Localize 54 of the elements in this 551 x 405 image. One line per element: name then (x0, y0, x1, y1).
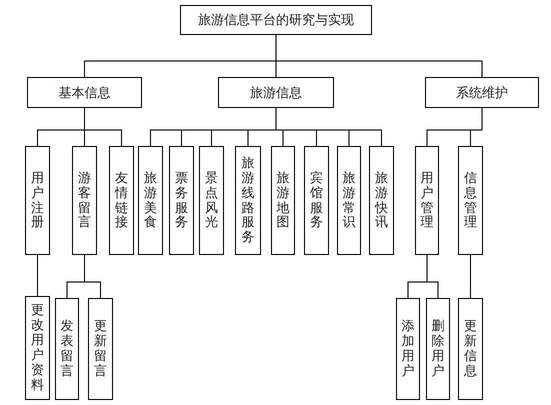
box-label: 旅游信息 (250, 84, 302, 102)
title-box (27, 77, 142, 108)
vertical-box (235, 146, 261, 255)
box-label: 发表留言 (60, 319, 74, 379)
vertical-box (55, 298, 79, 400)
box-label: 票务服务 (175, 170, 188, 230)
box-label: 信息管理 (464, 170, 477, 230)
box-label: 用户管理 (420, 170, 434, 230)
vertical-box (369, 146, 394, 255)
vertical-box (304, 146, 329, 255)
vertical-box (72, 146, 97, 255)
vertical-box (396, 298, 420, 400)
connector-line (276, 34, 482, 78)
title-box (180, 5, 372, 35)
box-label: 删除用户 (432, 319, 444, 379)
box-label: 用户注册 (31, 170, 44, 230)
vertical-box (169, 146, 194, 255)
box-label: 旅游快讯 (375, 170, 388, 230)
connector-line (37, 254, 38, 296)
vertical-box (458, 146, 483, 255)
vertical-box (88, 298, 113, 400)
box-label: 旅游线路服务 (242, 156, 254, 246)
vertical-box (25, 296, 50, 400)
title-box (425, 77, 539, 108)
box-label: 系统维护 (456, 84, 508, 102)
vertical-box (109, 146, 134, 255)
vertical-box (25, 146, 50, 255)
vertical-box (415, 146, 439, 255)
box-label: 旅游常识 (342, 170, 356, 230)
box-label: 添加用户 (402, 319, 414, 379)
box-label: 更改用户资料 (31, 303, 44, 393)
box-label: 游客留言 (78, 170, 91, 230)
box-label: 更新信息 (464, 319, 477, 379)
box-label: 景点风光 (205, 170, 218, 230)
box-label: 基本信息 (58, 84, 110, 102)
box-label: 旅游地图 (276, 170, 290, 230)
vertical-box (199, 146, 224, 255)
title-box (218, 77, 334, 108)
box-label: 更新留言 (94, 319, 107, 379)
vertical-box (458, 298, 483, 400)
vertical-box (426, 298, 450, 400)
connector-line (84, 108, 122, 146)
connector-line (84, 254, 101, 298)
connector-line (470, 108, 482, 146)
vertical-box (271, 146, 295, 255)
vertical-box (337, 146, 361, 255)
connector-line (470, 254, 471, 298)
connector-line (276, 108, 382, 146)
connector-line (426, 254, 438, 298)
box-label: 宾馆服务 (310, 170, 323, 230)
box-label: 旅游信息平台的研究与实现 (198, 11, 354, 30)
box-label: 友情链接 (115, 170, 128, 230)
vertical-box (138, 146, 163, 255)
box-label: 旅游美食 (144, 170, 157, 230)
